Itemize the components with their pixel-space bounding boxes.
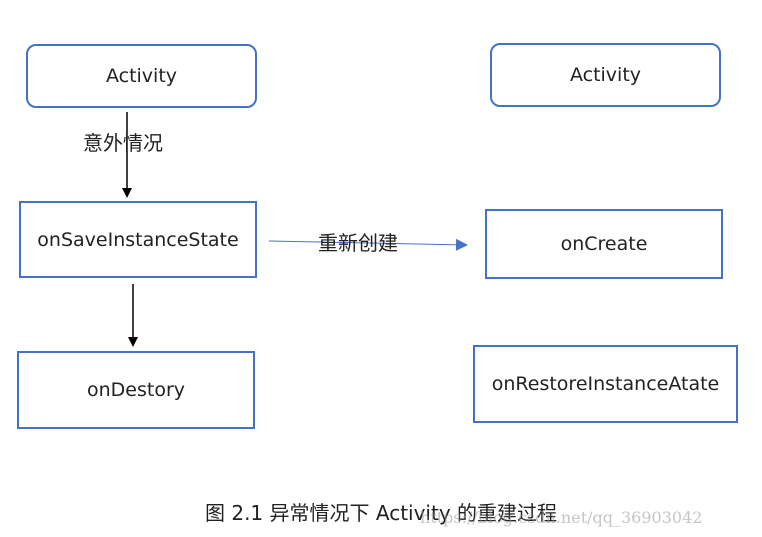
on-save-instance-state-node: onSaveInstanceState [19,201,257,278]
activity-left-label: Activity [105,65,178,87]
on-destory-label: onDestory [86,379,185,401]
on-restore-instance-atate-label: onRestoreInstanceAtate [491,373,720,395]
watermark: https://blog.csdn.net/qq_36903042 [420,508,703,527]
on-destory-node: onDestory [17,351,255,429]
activity-right-node: Activity [490,43,721,107]
on-create-node: onCreate [485,209,723,279]
on-create-label: onCreate [560,233,648,255]
activity-left-node: Activity [26,44,257,108]
edge-label-unexpected: 意外情况 [83,131,163,155]
figure-caption: 图 2.1 异常情况下 Activity 的重建过程 [204,501,558,525]
activity-right-label: Activity [569,64,642,86]
edge-label-recreate: 重新创建 [318,231,398,255]
on-restore-instance-atate-node: onRestoreInstanceAtate [473,345,738,423]
on-save-instance-state-label: onSaveInstanceState [37,228,239,251]
